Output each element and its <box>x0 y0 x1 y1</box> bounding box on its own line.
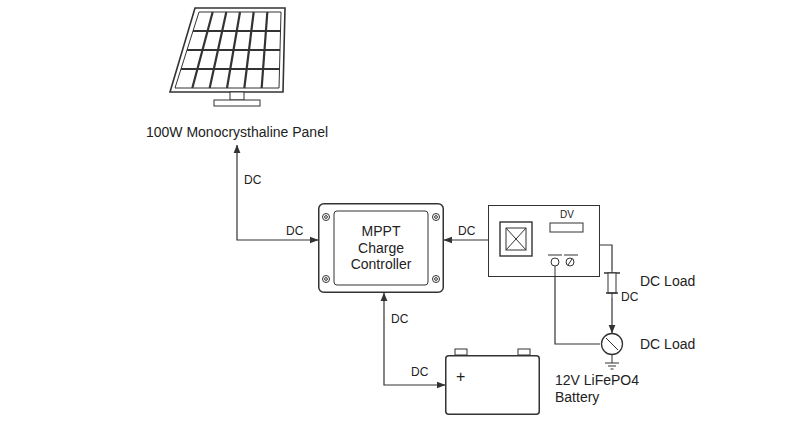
battery: +12V LiFePO4 Battery <box>445 355 540 415</box>
dc-wire <box>555 277 600 344</box>
dc-wire <box>237 145 318 240</box>
wire-label: DC <box>243 174 262 187</box>
meter-box-text: DV <box>560 209 574 221</box>
meter-box: DV <box>488 205 600 277</box>
dc-wire <box>600 245 612 270</box>
edge-label: DC <box>457 225 476 238</box>
wire-label: DC <box>390 313 409 326</box>
solar-panel-text: 100W Monocrysthaline Panel <box>122 124 352 141</box>
dc-wire <box>444 239 488 240</box>
dc-wire <box>384 293 445 385</box>
edge-label: DC <box>410 366 429 379</box>
charge-controller-text: MPPT Charge Controller <box>338 223 424 273</box>
dc-load-lamp: DC Load <box>600 333 710 355</box>
dc-load-lamp-text: DC Load <box>640 336 695 353</box>
solar-panel-symbol <box>122 2 352 142</box>
battery-text: 12V LiFePO4 Battery <box>555 372 655 406</box>
charge-controller: MPPT Charge Controller <box>318 203 444 293</box>
edge-label: DC <box>285 225 304 238</box>
meter-box-symbol <box>488 205 600 277</box>
dc-load-fuse-text: DC Load <box>640 273 695 290</box>
battery-text: + <box>456 367 465 386</box>
edge-label: DC <box>620 291 639 304</box>
solar-panel: 100W Monocrysthaline Panel <box>122 2 352 142</box>
dc-wire <box>611 298 612 333</box>
